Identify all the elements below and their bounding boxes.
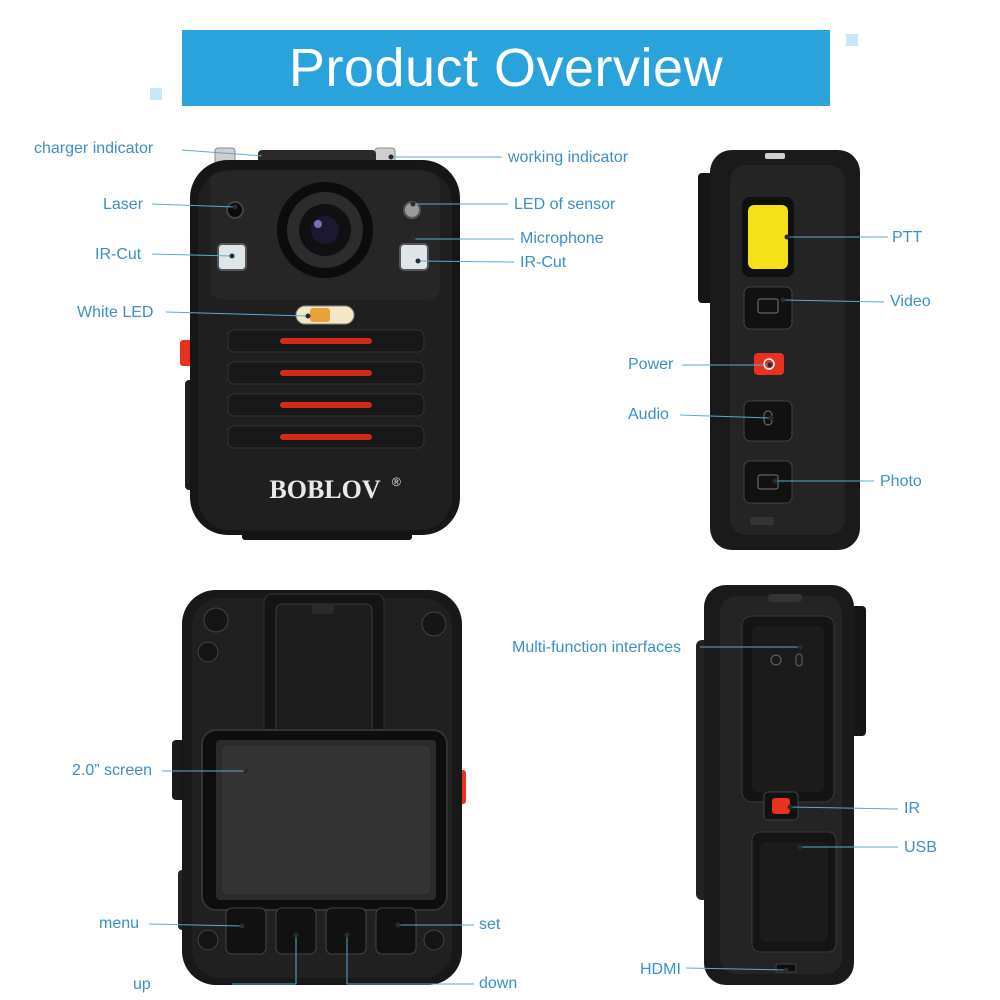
brand-logo: BOBLOV bbox=[269, 475, 380, 504]
side-camera-image bbox=[698, 150, 860, 550]
label-laser: Laser bbox=[103, 196, 144, 213]
label-video: Video bbox=[890, 293, 931, 310]
label-usb: USB bbox=[904, 839, 937, 856]
label-up: up bbox=[133, 976, 151, 993]
label-ir-cut-right: IR-Cut bbox=[520, 254, 567, 271]
label-microphone: Microphone bbox=[520, 230, 604, 247]
back-camera-image bbox=[172, 590, 466, 985]
label-working-indicator: working indicator bbox=[508, 149, 629, 166]
label-hdmi: HDMI bbox=[640, 961, 681, 978]
label-photo: Photo bbox=[880, 473, 922, 490]
label-multi-function-interfaces: Multi-function interfaces bbox=[512, 639, 681, 656]
label-menu: menu bbox=[99, 915, 140, 932]
label-white-led: White LED bbox=[77, 304, 154, 321]
other-side-camera-image bbox=[696, 585, 866, 985]
label-ir-cut-left: IR-Cut bbox=[95, 246, 142, 263]
decor-square bbox=[846, 34, 858, 46]
page-title: Product Overview bbox=[182, 30, 830, 106]
label-led-of-sensor: LED of sensor bbox=[514, 196, 616, 213]
label-audio: Audio bbox=[628, 406, 669, 423]
label-power: Power bbox=[628, 356, 674, 373]
front-camera-image: BOBLOV ® bbox=[180, 147, 460, 540]
label-set: set bbox=[479, 916, 501, 933]
brand-registered-mark: ® bbox=[392, 475, 401, 489]
decor-square bbox=[150, 88, 162, 100]
label-ir: IR bbox=[904, 800, 920, 817]
label-screen: 2.0” screen bbox=[72, 762, 153, 779]
label-down: down bbox=[479, 975, 518, 992]
label-ptt: PTT bbox=[892, 229, 923, 246]
label-charger-indicator: charger indicator bbox=[34, 140, 154, 157]
